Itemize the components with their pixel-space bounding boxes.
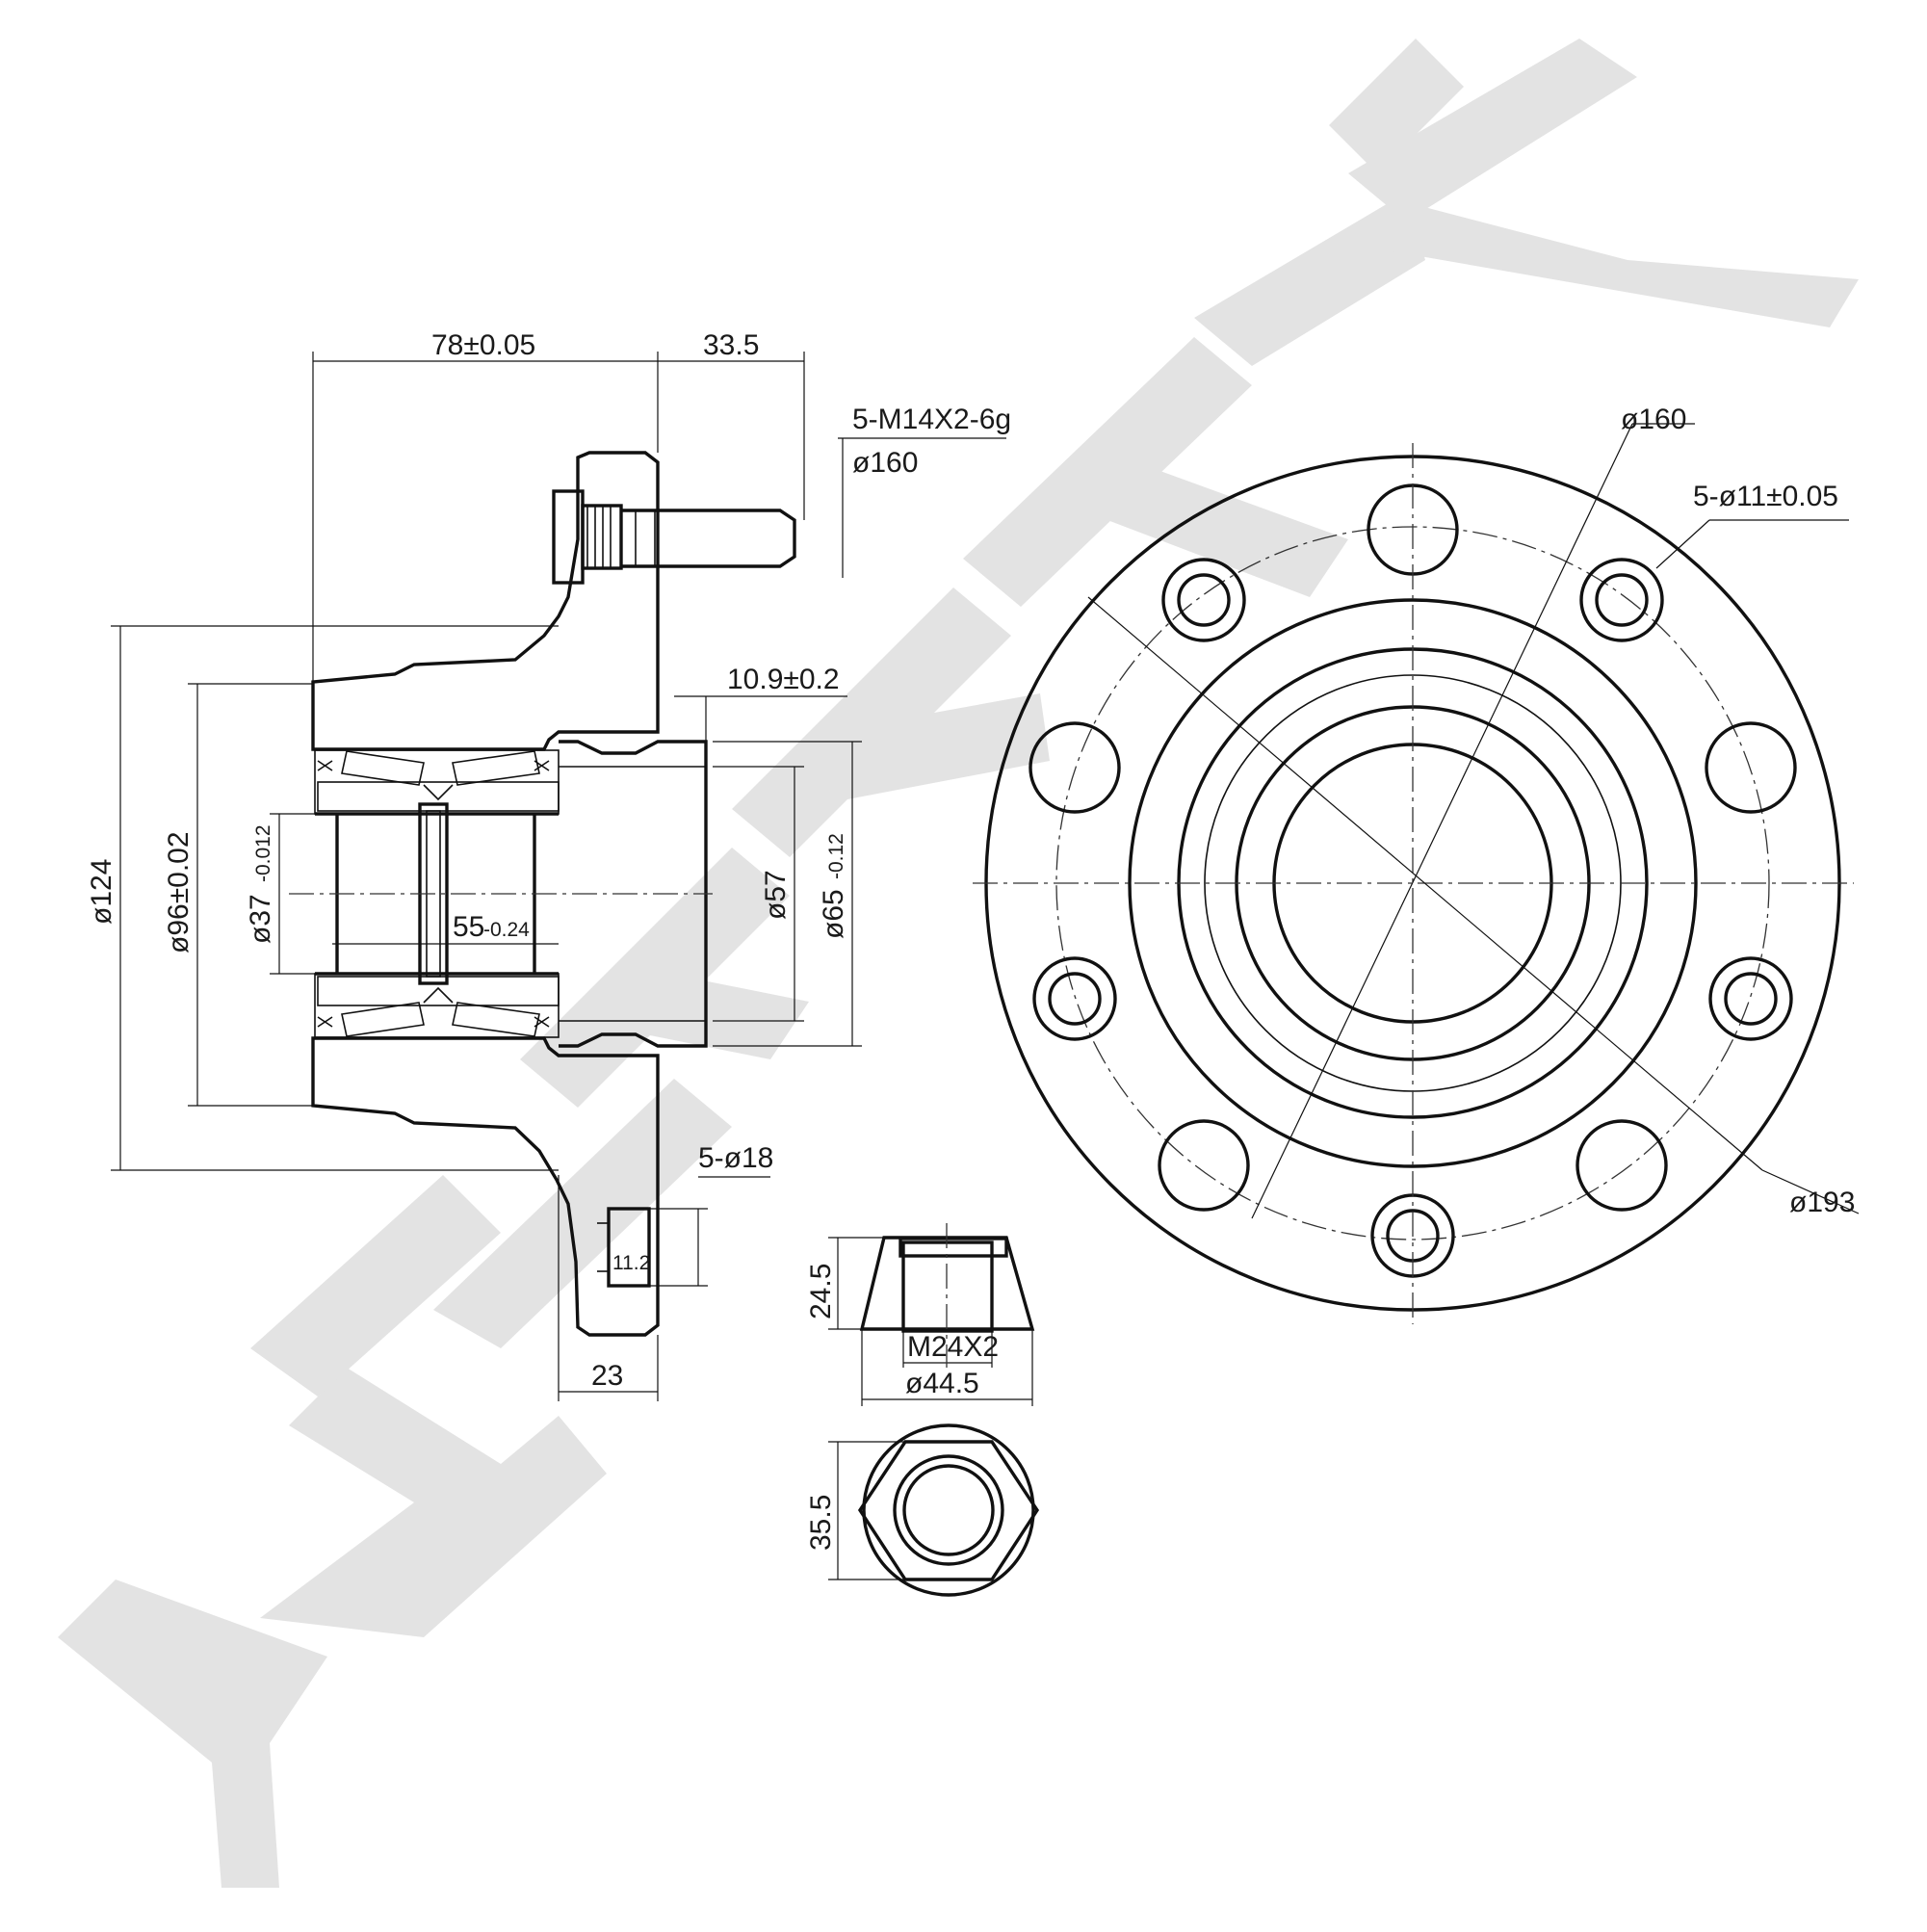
- nut-width-dim: ø44.5: [905, 1368, 979, 1399]
- dimension-lines-front: [1087, 423, 1860, 1219]
- holes-callout-front: 5-ø11±0.05: [1693, 481, 1838, 512]
- dim-bore-value: ø37: [245, 894, 276, 944]
- small-holes: [1032, 558, 1793, 1278]
- hub-section-upper: [311, 451, 660, 751]
- dim-spigot-outer: ø65 -0.12: [818, 833, 849, 939]
- hub-circle-1: [1128, 598, 1698, 1168]
- dim-flange-thickness: 23: [591, 1360, 623, 1392]
- dim-bearing-width: 55 -0.24: [453, 911, 530, 943]
- dim-outer-diameter: ø124: [86, 859, 117, 925]
- stud-pcd-label: ø160: [852, 447, 918, 479]
- nut-thread-label: M24X2: [907, 1331, 999, 1363]
- dim-spigot-outer-tolerance: -0.12: [825, 833, 847, 879]
- dim-bearing-width-tolerance: -0.24: [483, 919, 530, 941]
- nut-end-view: 35.5: [805, 1423, 1040, 1597]
- dim-bearing-width-value: 55: [453, 911, 484, 943]
- dim-bore: ø37 -0.012: [245, 824, 276, 944]
- dim-spigot-step: 10.9±0.2: [727, 664, 840, 695]
- dim-pcd-front: ø160: [1621, 404, 1686, 435]
- front-view: ø160 5-ø11±0.05 ø193: [973, 404, 1860, 1324]
- bearing-rollers-upper: [317, 750, 560, 812]
- nut-across-flats-dim: 35.5: [805, 1495, 837, 1551]
- brand-watermark: [58, 39, 1859, 1888]
- side-section-view: 78±0.05 33.5 5-M14X2-6g ø160 10.9±0.2 ø1…: [86, 329, 1011, 1401]
- bearing-rollers-lower: [317, 976, 560, 1037]
- dim-flange-diameter: ø193: [1789, 1187, 1855, 1218]
- dim-hole-depth: 11.2: [612, 1252, 650, 1274]
- dim-bearing-outer: ø96±0.02: [163, 831, 195, 953]
- nut-section-view: 24.5 M24X2 ø44.5: [805, 1223, 1035, 1406]
- dim-spigot-outer-value: ø65: [818, 889, 849, 939]
- dim-bore-tolerance: -0.012: [252, 824, 274, 882]
- wheel-stud: [552, 489, 796, 585]
- dimension-lines-side: [111, 352, 1006, 1401]
- dim-stud-length: 33.5: [703, 329, 759, 361]
- dim-spigot-inner: ø57: [760, 870, 792, 920]
- nut-height-dim: 24.5: [805, 1264, 837, 1319]
- hub-section-lower: [311, 1036, 660, 1337]
- stud-thread-label: 5-M14X2-6g: [852, 404, 1011, 435]
- dim-flange-offset: 78±0.05: [431, 329, 535, 361]
- holes-callout-side: 5-ø18: [698, 1142, 773, 1174]
- flange-hole: [597, 1207, 651, 1288]
